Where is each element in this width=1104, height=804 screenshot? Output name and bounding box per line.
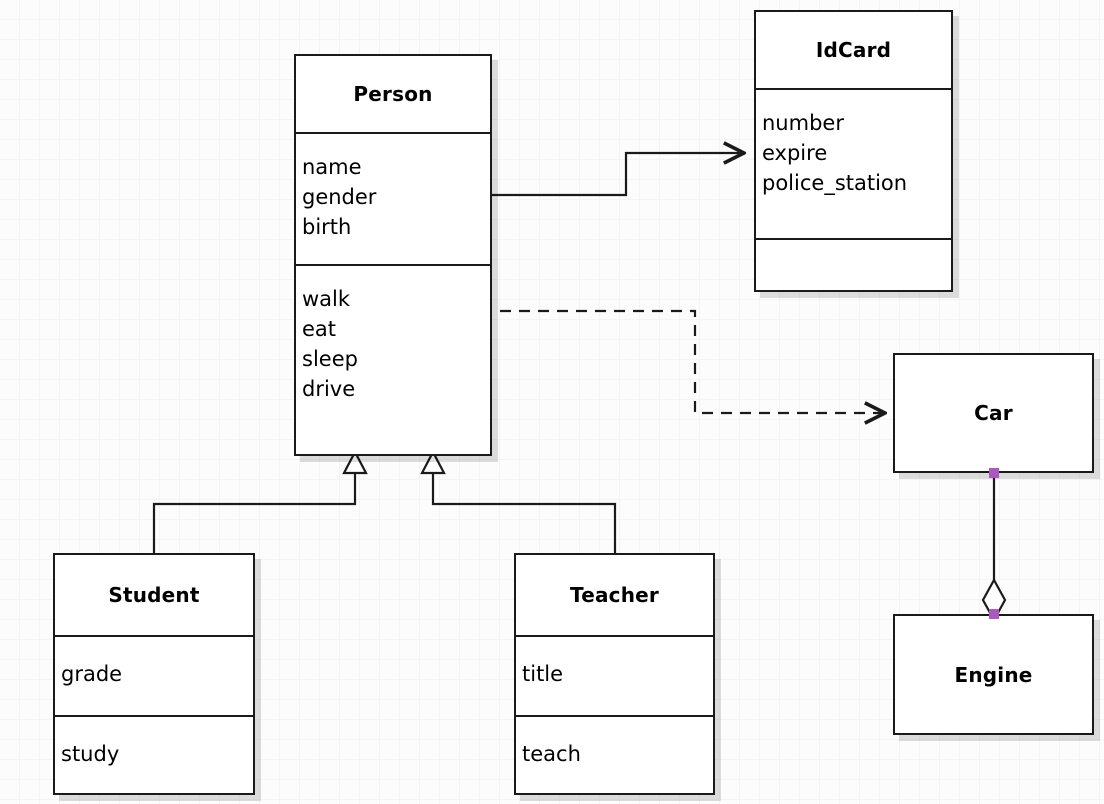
class-box-engine[interactable]: Engine [893, 614, 1094, 735]
edge-person-car[interactable] [500, 309, 885, 413]
class-methods-student: study [55, 715, 253, 793]
edge-car-engine[interactable] [981, 473, 1007, 623]
class-attributes-person: name gender birth [296, 132, 490, 264]
class-box-teacher[interactable]: Teacher title teach [514, 553, 715, 795]
class-title-idcard: IdCard [815, 38, 892, 62]
class-title-person: Person [353, 82, 433, 106]
class-title-engine: Engine [954, 662, 1033, 687]
class-attributes-idcard: number expire police_station [756, 88, 951, 238]
edge-person-idcard[interactable] [492, 153, 744, 197]
class-title-teacher: Teacher [570, 583, 659, 607]
class-attributes-student: grade [55, 635, 253, 715]
class-box-car[interactable]: Car [893, 353, 1094, 473]
class-methods-teacher: teach [516, 715, 713, 793]
class-box-person[interactable]: Person name gender birth walk eat sleep … [294, 54, 492, 456]
class-methods-person: walk eat sleep drive [296, 264, 490, 454]
class-attributes-teacher: title [516, 635, 713, 715]
class-methods-idcard [756, 238, 951, 290]
edge-teacher-person[interactable] [420, 449, 617, 553]
connection-handle-car[interactable] [989, 468, 999, 478]
class-box-idcard[interactable]: IdCard number expire police_station [754, 10, 953, 292]
class-title-student: Student [108, 583, 200, 607]
class-box-student[interactable]: Student grade study [53, 553, 255, 795]
edge-student-person[interactable] [152, 449, 368, 553]
class-title-car: Car [974, 401, 1013, 425]
connection-handle-engine[interactable] [989, 609, 999, 619]
